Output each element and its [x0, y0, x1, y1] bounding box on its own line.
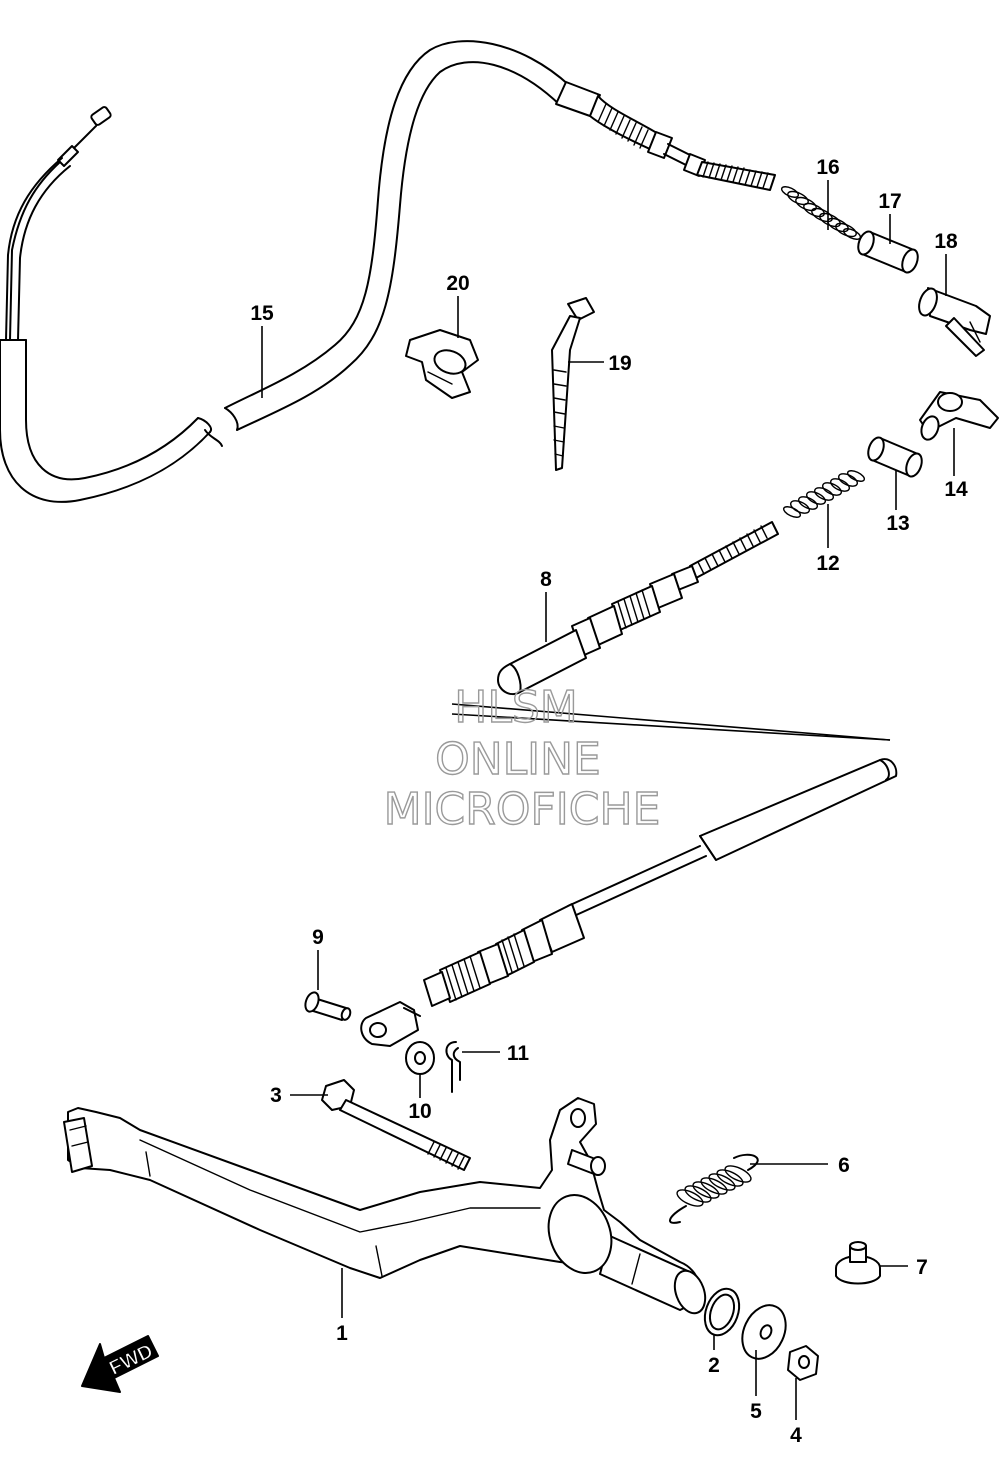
- part-8-cable: [497, 521, 779, 696]
- watermark-line-2: ONLINE: [435, 734, 601, 785]
- callout-15: 15: [250, 302, 274, 325]
- watermark-line-1: HLSM: [454, 682, 578, 733]
- watermark-line-3: MICROFICHE: [384, 784, 661, 835]
- part-15-cable: [0, 40, 776, 503]
- part-19-cable-tie: [551, 297, 595, 471]
- part-3-bolt: [321, 1079, 471, 1171]
- callout-13: 13: [886, 512, 909, 535]
- callout-4: 4: [790, 1424, 802, 1447]
- part-18-bracket: [918, 287, 991, 357]
- callout-labels: 1 2 3 4 5 6 7 8 9 10 11 12 13 14 15 16 1…: [250, 156, 968, 1447]
- callout-7: 7: [916, 1256, 928, 1279]
- part-4-nut: [787, 1345, 819, 1381]
- part-6-return-spring: [669, 1153, 759, 1224]
- part-7-cap-nut: [835, 1241, 881, 1285]
- callout-20: 20: [446, 272, 469, 295]
- callout-1: 1: [336, 1322, 348, 1345]
- part-1-brake-pedal: [63, 1097, 707, 1315]
- part-10-washer: [405, 1041, 435, 1075]
- assembly-leader: [451, 703, 891, 741]
- part-11-cotter-pin: [445, 1041, 461, 1093]
- part-13-pin: [867, 436, 923, 478]
- callout-9: 9: [312, 926, 324, 949]
- callout-5: 5: [750, 1400, 762, 1423]
- callout-11: 11: [507, 1042, 530, 1065]
- callout-17: 17: [878, 190, 901, 213]
- callout-3: 3: [270, 1084, 282, 1107]
- part-2-o-ring: [703, 1287, 741, 1337]
- part-12-spring: [782, 470, 866, 518]
- lower-cable: [360, 758, 898, 1047]
- callout-6: 6: [838, 1154, 850, 1177]
- part-16-spring: [780, 186, 862, 240]
- part-17-pin: [857, 230, 919, 274]
- callout-12: 12: [816, 552, 839, 575]
- fwd-direction-badge: FWD: [81, 1335, 159, 1393]
- part-5-washer: [741, 1304, 787, 1360]
- callout-19: 19: [608, 352, 631, 375]
- part-20-clamp: [405, 329, 479, 399]
- callout-18: 18: [934, 230, 958, 253]
- watermark: HLSM ONLINE MICROFICHE: [383, 681, 661, 835]
- callout-14: 14: [944, 478, 968, 501]
- part-9-clevis-pin: [304, 991, 352, 1021]
- part-14-bracket: [919, 391, 999, 441]
- callout-10: 10: [408, 1100, 431, 1123]
- callout-2: 2: [708, 1354, 720, 1377]
- callout-8: 8: [540, 568, 552, 591]
- leader-lines: [261, 180, 955, 1420]
- callout-16: 16: [816, 156, 839, 179]
